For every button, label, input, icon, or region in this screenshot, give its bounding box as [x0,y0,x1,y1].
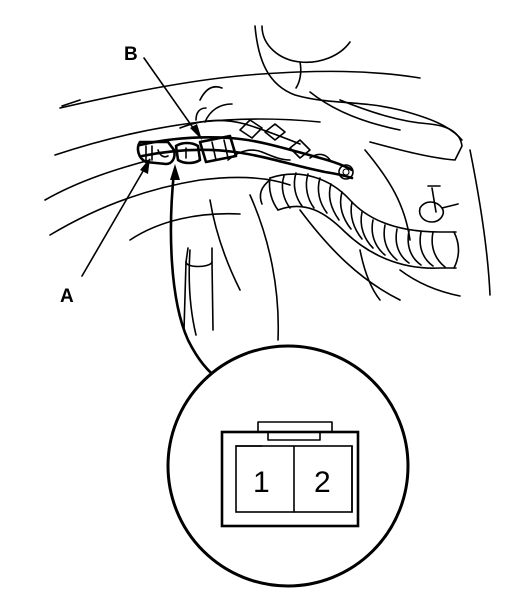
arrow-icon [140,158,150,174]
callout-a-label: A [60,286,74,307]
harness-grommet [183,85,223,331]
callout-b-label: B [124,44,138,65]
pin-2-label: 2 [314,466,331,499]
leader-b [143,57,197,133]
body-panels [44,25,491,341]
connector-b-body [198,134,238,164]
leader-a [81,165,147,277]
arrow-icon [190,124,202,140]
pin-1-label: 1 [253,466,270,499]
connector-icon [220,421,360,528]
wiring-harness [138,103,354,180]
arrow-icon [170,164,180,180]
corrugated-hose [259,172,460,269]
leader-detail [169,170,224,384]
detail-magnifier: 1 2 [166,344,410,588]
connector-a-body [136,140,202,166]
leader-lines [81,57,224,384]
bolt [418,185,459,223]
